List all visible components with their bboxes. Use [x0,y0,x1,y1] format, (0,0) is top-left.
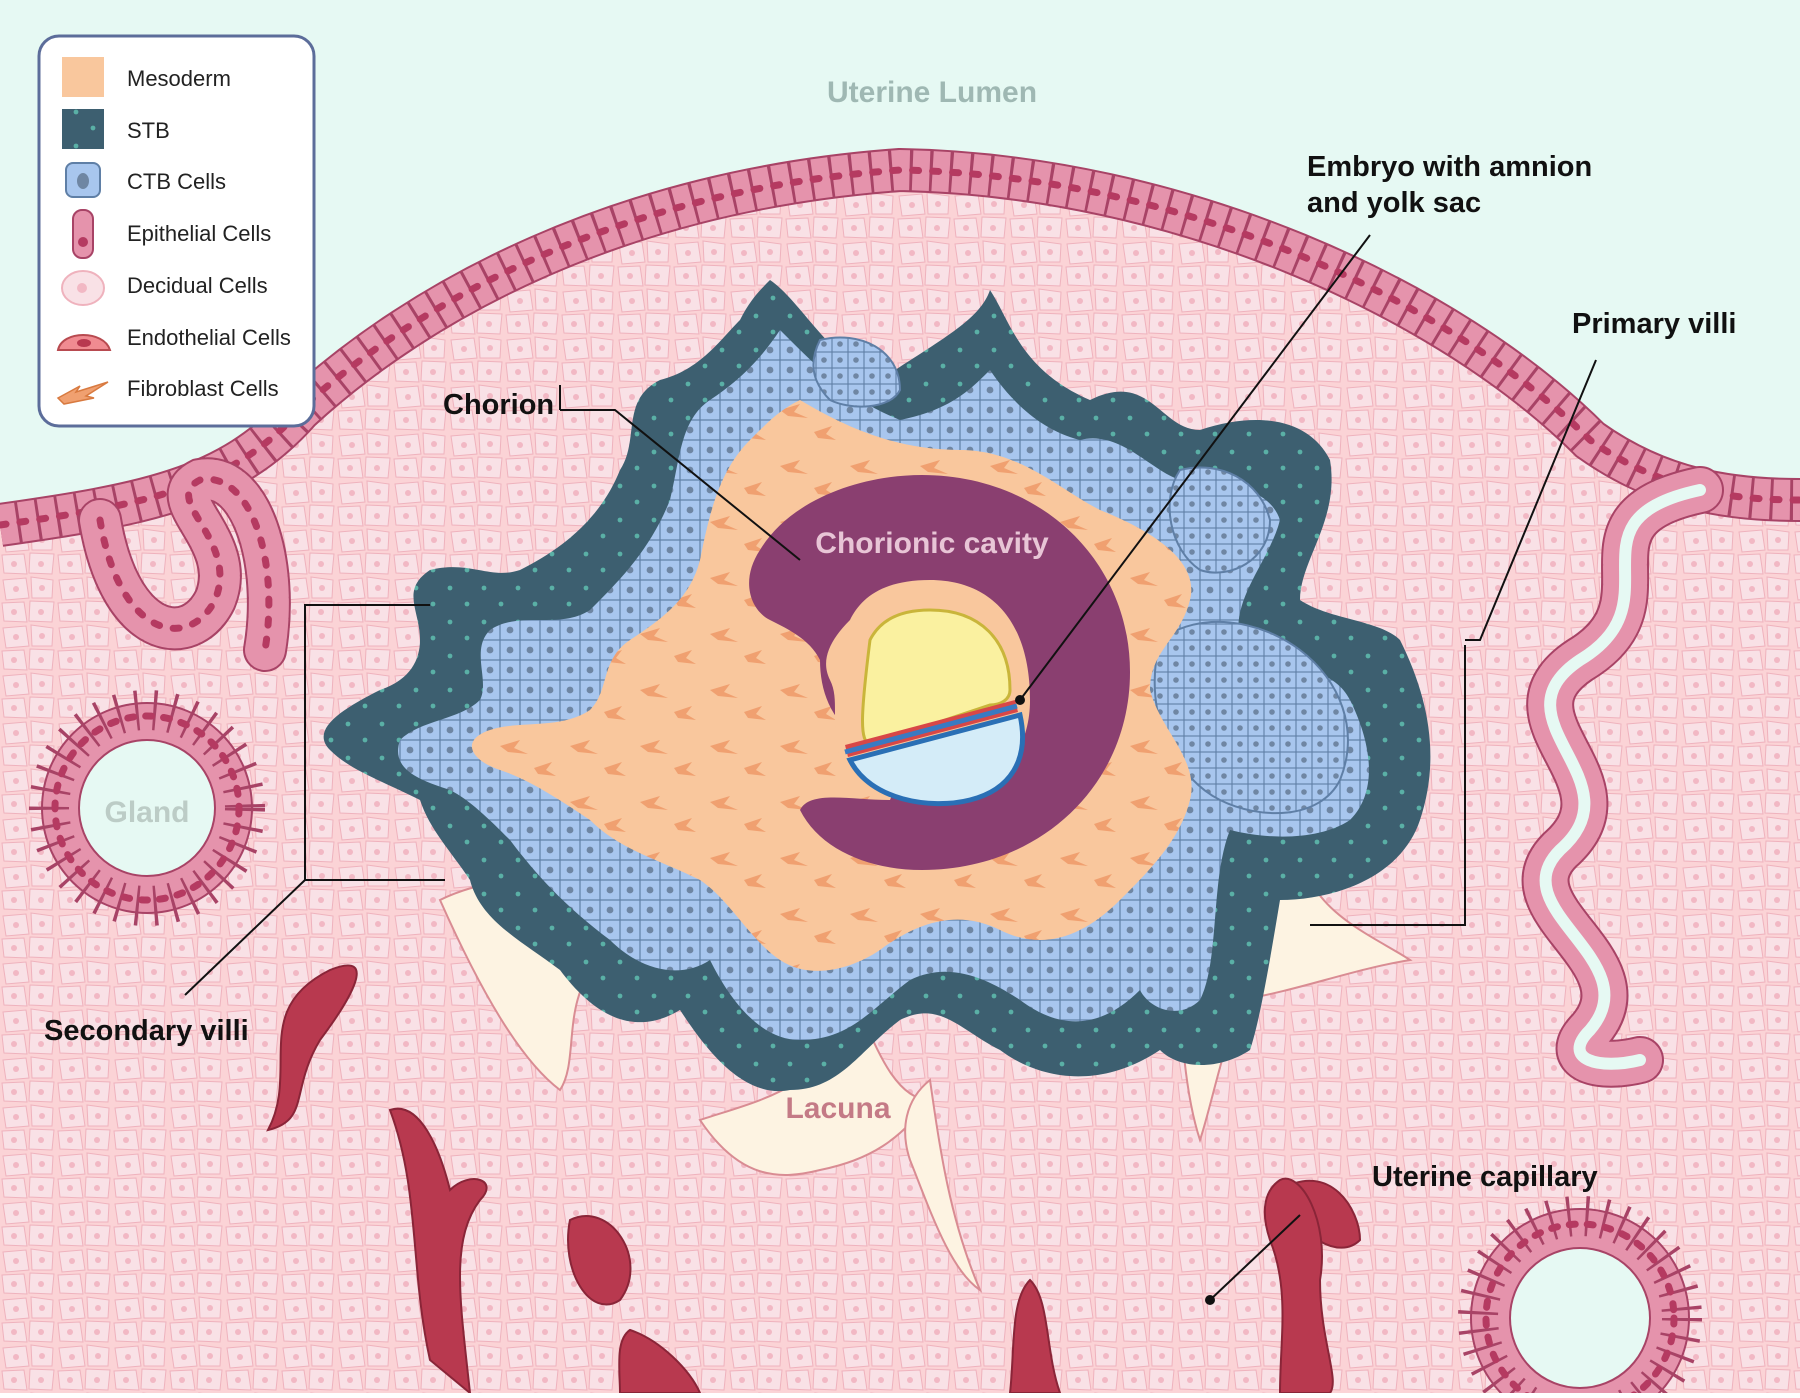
chorion-callout: Chorion [443,389,554,421]
embryo-callout-line2: and yolk sac [1307,187,1481,219]
embryo-callout-line1: Embryo with amnion [1307,151,1592,183]
epithelial-fold-left-nuclei [96,475,273,654]
uterine-capillary-callout: Uterine capillary [1372,1161,1598,1193]
primary-villi-cluster-top [812,336,902,408]
legend: Mesoderm STB CTB Cells Epithelial Cells … [37,34,316,428]
mesoderm-swatch-icon [62,57,104,97]
primary-villi-callout: Primary villi [1572,308,1736,340]
uterine-lumen-label: Uterine Lumen [827,76,1037,109]
surface-epithelium-nuclei [0,166,1800,529]
legend-label-decidual: Decidual Cells [127,273,268,298]
legend-label-stb: STB [127,118,170,143]
secondary-villi-callout: Secondary villi [44,1015,249,1047]
uterine-gland-right-lumen [1539,484,1706,1070]
legend-label-endothelial: Endothelial Cells [127,325,291,350]
epithelial-cell-icon [72,209,94,259]
embryo-with-amnion-and-yolk-sac [826,580,1030,807]
lacuna-label: Lacuna [785,1092,890,1125]
chorionic-cavity-label: Chorionic cavity [815,527,1049,560]
endothelial-cell-icon [56,334,112,351]
uterine-capillaries [266,964,1362,1396]
legend-box [37,34,316,428]
gland-label: Gland [104,796,189,829]
capillary-callout-dot [1205,1295,1215,1305]
callout-lines [184,234,1597,1301]
fibroblast-cell-icon [56,381,109,405]
stb-swatch-icon [62,109,104,149]
decidual-cell-icon [61,270,105,306]
ctb-cell-icon [65,162,101,198]
primary-villi-cluster-upper [1168,466,1272,574]
legend-label-fibroblast: Fibroblast Cells [127,376,279,401]
gland-left [29,690,265,926]
legend-label-ctb: CTB Cells [127,169,226,194]
legend-label-epithelial: Epithelial Cells [127,221,271,246]
legend-label-mesoderm: Mesoderm [127,66,231,91]
embryo-callout-dot [1015,695,1025,705]
gland-bottom-right [1458,1196,1702,1398]
